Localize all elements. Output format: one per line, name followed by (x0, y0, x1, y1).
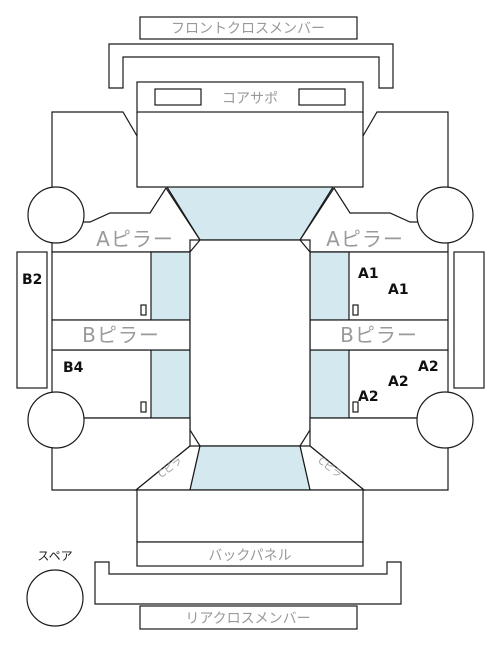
front-left-wheel (27, 186, 85, 244)
b-pillar-left (51, 319, 191, 351)
rear-left-door-handle (140, 401, 147, 413)
right-side-sill (453, 251, 485, 389)
front-left-window (150, 251, 191, 321)
front-right-door-handle (352, 304, 359, 316)
front-cross-member-box (139, 16, 358, 40)
rear-bumper-bracket (94, 561, 402, 605)
rear-right-door-handle (352, 401, 359, 413)
a-pillar-right-label: Aピラー (326, 227, 404, 251)
front-right-fender (334, 111, 449, 212)
a-pillar-left-label: Aピラー (96, 227, 174, 251)
b-pillar-left-label: Bピラー (82, 323, 160, 347)
roof-panel (189, 239, 311, 447)
core-support-right-slot (298, 88, 346, 106)
back-panel-label: バックパネル (208, 548, 291, 564)
damage-code-a2-mid: A2 (388, 374, 409, 390)
damage-code-a2-outer: A2 (418, 359, 439, 375)
rear-cross-member-label: リアクロスメンバー (185, 611, 310, 627)
front-left-door-handle (140, 304, 147, 316)
rear-left-wheel (27, 391, 85, 449)
core-support-label: コアサポ (222, 91, 278, 107)
damage-code-a1-door: A1 (388, 282, 409, 298)
damage-code-a2-inner: A2 (358, 389, 379, 405)
b-pillar-right-label: Bピラー (340, 323, 418, 347)
front-right-window (309, 251, 350, 321)
front-left-fender (51, 111, 166, 212)
rear-right-wheel (416, 391, 474, 449)
spare-tire (26, 569, 84, 627)
damage-code-a1-front: A1 (358, 266, 379, 282)
left-side-sill (16, 251, 48, 389)
front-cross-member-label: フロントクロスメンバー (171, 21, 325, 37)
rear-window (189, 445, 311, 491)
rear-cross-member-box (139, 605, 358, 630)
b-pillar-right (309, 319, 449, 351)
damage-code-b4: B4 (63, 360, 84, 376)
core-support-left-slot (154, 88, 202, 106)
rear-right-window (309, 349, 350, 419)
spare-tire-label: スペア (37, 549, 72, 563)
front-right-wheel (416, 186, 474, 244)
trunk-lid (136, 489, 364, 543)
damage-code-b2: B2 (22, 272, 42, 288)
front-bumper-bracket (108, 43, 394, 89)
back-panel-box (136, 541, 364, 567)
rear-left-window (150, 349, 191, 419)
